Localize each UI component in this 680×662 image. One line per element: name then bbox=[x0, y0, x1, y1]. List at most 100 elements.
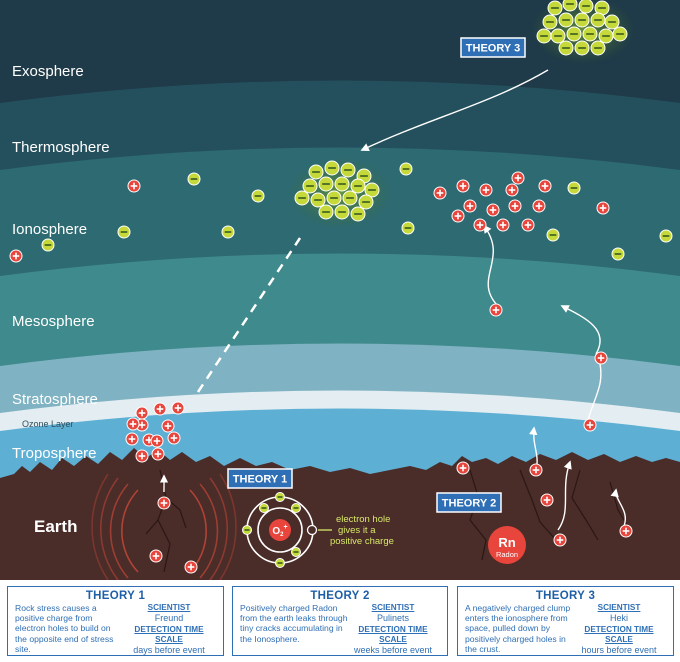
electron-hole-note-3: positive charge bbox=[330, 536, 394, 547]
negative-charge-icon bbox=[334, 176, 350, 192]
theory3-scientist: Heki bbox=[609, 613, 628, 623]
negative-charge-icon bbox=[117, 225, 131, 239]
negative-charge-icon bbox=[542, 14, 558, 30]
negative-charge-icon bbox=[582, 26, 598, 42]
negative-charge-icon bbox=[275, 492, 285, 502]
negative-charge-icon bbox=[302, 178, 318, 194]
positive-charge-icon bbox=[540, 493, 554, 507]
negative-charge-icon bbox=[350, 206, 366, 222]
negative-charge-icon bbox=[578, 0, 594, 14]
charge-particles bbox=[9, 0, 673, 574]
positive-charge-icon bbox=[479, 183, 493, 197]
theory2-scientist: Pulinets bbox=[376, 613, 410, 623]
negative-charge-icon bbox=[334, 204, 350, 220]
positive-charge-icon bbox=[463, 199, 477, 213]
negative-charge-icon bbox=[251, 189, 265, 203]
positive-charge-icon bbox=[451, 209, 465, 223]
negative-charge-icon bbox=[547, 0, 563, 16]
theory3-info-title: THEORY 3 bbox=[535, 590, 596, 602]
theory1-timescale: days before event bbox=[133, 645, 205, 655]
theory1-info-title: THEORY 1 bbox=[85, 590, 146, 602]
negative-charge-icon bbox=[604, 14, 620, 30]
positive-charge-icon bbox=[127, 179, 141, 193]
layer-label-mesosphere: Mesosphere bbox=[12, 313, 95, 330]
negative-charge-icon bbox=[318, 176, 334, 192]
negative-charge-icon bbox=[291, 547, 301, 557]
layer-label-ionosphere: Ionosphere bbox=[12, 221, 87, 238]
negative-charge-icon bbox=[350, 178, 366, 194]
theory2-timescale: weeks before event bbox=[353, 645, 433, 655]
negative-charge-icon bbox=[308, 164, 324, 180]
positive-charge-icon bbox=[619, 524, 633, 538]
negative-charge-icon bbox=[574, 12, 590, 28]
positive-charge-icon bbox=[505, 183, 519, 197]
layer-label-thermosphere: Thermosphere bbox=[12, 139, 110, 156]
theory3-info-box: THEORY 3 A negatively charged clump ente… bbox=[457, 586, 674, 656]
electron-hole-note-2: gives it a bbox=[338, 525, 376, 536]
theory3-timescale: hours before event bbox=[581, 645, 657, 655]
positive-charge-icon bbox=[153, 402, 167, 416]
positive-charge-icon bbox=[508, 199, 522, 213]
positive-charge-icon bbox=[538, 179, 552, 193]
negative-charge-icon bbox=[598, 28, 614, 44]
theory3-scientist-heading: SCIENTIST bbox=[597, 603, 641, 612]
positive-charge-icon bbox=[529, 463, 543, 477]
positive-charge-icon bbox=[521, 218, 535, 232]
negative-charge-icon bbox=[574, 40, 590, 56]
negative-charge-icon bbox=[294, 190, 310, 206]
theory3-details: SCIENTIST Heki DETECTION TIME SCALE hour… bbox=[571, 603, 667, 657]
negative-charge-icon bbox=[594, 0, 610, 16]
positive-charge-icon bbox=[596, 201, 610, 215]
negative-charge-icon bbox=[364, 182, 380, 198]
theory2-mid-arrow bbox=[560, 305, 601, 355]
theory2-details: SCIENTIST Pulinets DETECTION TIME SCALE … bbox=[345, 603, 441, 657]
layer-label-exosphere: Exosphere bbox=[12, 63, 84, 80]
stress-waves bbox=[91, 473, 237, 580]
theory1-info-box: THEORY 1 Rock stress causes a positive c… bbox=[7, 586, 224, 656]
theory1-scientist-heading: SCIENTIST bbox=[147, 603, 191, 612]
theory2-info-title: THEORY 2 bbox=[310, 590, 370, 602]
positive-charge-icon bbox=[161, 419, 175, 433]
negative-charge-icon bbox=[342, 190, 358, 206]
negative-charge-icon bbox=[401, 221, 415, 235]
theory3-tag: THEORY 3 bbox=[460, 37, 526, 58]
svg-text:THEORY 3: THEORY 3 bbox=[466, 43, 520, 55]
positive-charge-icon bbox=[594, 351, 608, 365]
theory3-description: A negatively charged clump enters the io… bbox=[465, 603, 571, 654]
positive-charge-icon bbox=[433, 186, 447, 200]
theory2-timescale-heading: DETECTION TIME SCALE bbox=[358, 625, 428, 644]
layer-label-troposphere: Troposphere bbox=[12, 445, 97, 462]
negative-charge-icon bbox=[659, 229, 673, 243]
negative-charge-icon bbox=[221, 225, 235, 239]
theory1-description: Rock stress causes a positive charge fro… bbox=[15, 603, 114, 654]
electron-hole-marker bbox=[306, 524, 318, 536]
negative-charge-icon bbox=[187, 172, 201, 186]
positive-charge-icon bbox=[135, 449, 149, 463]
positive-charge-icon bbox=[486, 203, 500, 217]
negative-charge-icon bbox=[275, 558, 285, 568]
negative-charge-icon bbox=[399, 162, 413, 176]
layer-label-stratosphere: Stratosphere bbox=[12, 391, 98, 408]
radon-atom: Rn Radon bbox=[488, 526, 526, 564]
theory2-stratosphere-path bbox=[587, 363, 602, 421]
theory2-upper-arrow bbox=[482, 224, 501, 309]
positive-charge-icon bbox=[151, 447, 165, 461]
theory2-tag: THEORY 2 bbox=[436, 492, 502, 513]
theory3-timescale-heading: DETECTION TIME SCALE bbox=[584, 625, 654, 644]
positive-charge-icon bbox=[456, 461, 470, 475]
oxygen-symbol: O2+ bbox=[272, 524, 287, 538]
theory2-ground-arrow-2 bbox=[557, 460, 572, 531]
positive-charge-icon bbox=[9, 249, 23, 263]
positive-charge-icon bbox=[149, 549, 163, 563]
positive-charge-icon bbox=[553, 533, 567, 547]
positive-charge-icon bbox=[135, 406, 149, 420]
negative-charge-icon bbox=[546, 228, 560, 242]
positive-charge-icon bbox=[167, 431, 181, 445]
negative-charge-icon bbox=[558, 40, 574, 56]
positive-charge-icon bbox=[489, 303, 503, 317]
positive-charge-icon bbox=[511, 171, 525, 185]
svg-text:THEORY 1: THEORY 1 bbox=[233, 474, 287, 486]
svg-text:THEORY 2: THEORY 2 bbox=[442, 498, 496, 510]
atmosphere-diagram: Exosphere Thermosphere Ionosphere Mesosp… bbox=[0, 0, 680, 580]
